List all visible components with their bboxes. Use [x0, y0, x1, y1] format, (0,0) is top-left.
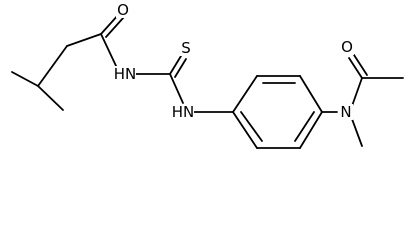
ring-inner-bond-3: [240, 111, 263, 142]
atom-label-oxygen-acetyl: O: [341, 38, 353, 56]
bond-cs-nh: [169, 73, 184, 104]
atom-label-oxygen-butanoyl: O: [117, 1, 129, 19]
bond-co2-double-b: [353, 54, 368, 76]
bond-methyl-b: [37, 85, 64, 111]
ring-bond-1: [232, 75, 258, 113]
bond-ch2-co: [66, 33, 102, 47]
atom-label-sulfur: S: [181, 39, 191, 57]
bond-cs-double-b: [174, 58, 187, 78]
atom-label-nh-amide: HN: [114, 65, 137, 83]
bond-cs-double-a: [169, 55, 182, 75]
bond-ch-ch2: [37, 45, 68, 87]
bond-co2-double-a: [348, 57, 363, 79]
atom-label-nh-thiourea: HN: [172, 103, 195, 121]
ring-inner-bond-2: [294, 111, 315, 142]
ring-bond-6: [232, 111, 258, 149]
bond-n-carbonyl: [351, 77, 363, 107]
bond-co-double-b: [105, 16, 125, 38]
atom-label-n-acetamide: N: [340, 103, 351, 121]
ring-bond-4: [299, 111, 323, 149]
structure-diagram: O HN S HN O N: [11, 1, 404, 149]
molecule-drawing: O HN S HN O N: [11, 1, 404, 149]
bond-co-nh: [100, 33, 118, 69]
bond-n-methyl: [351, 118, 363, 147]
bond-methyl-a: [11, 71, 39, 87]
ring-bond-3: [299, 75, 323, 113]
